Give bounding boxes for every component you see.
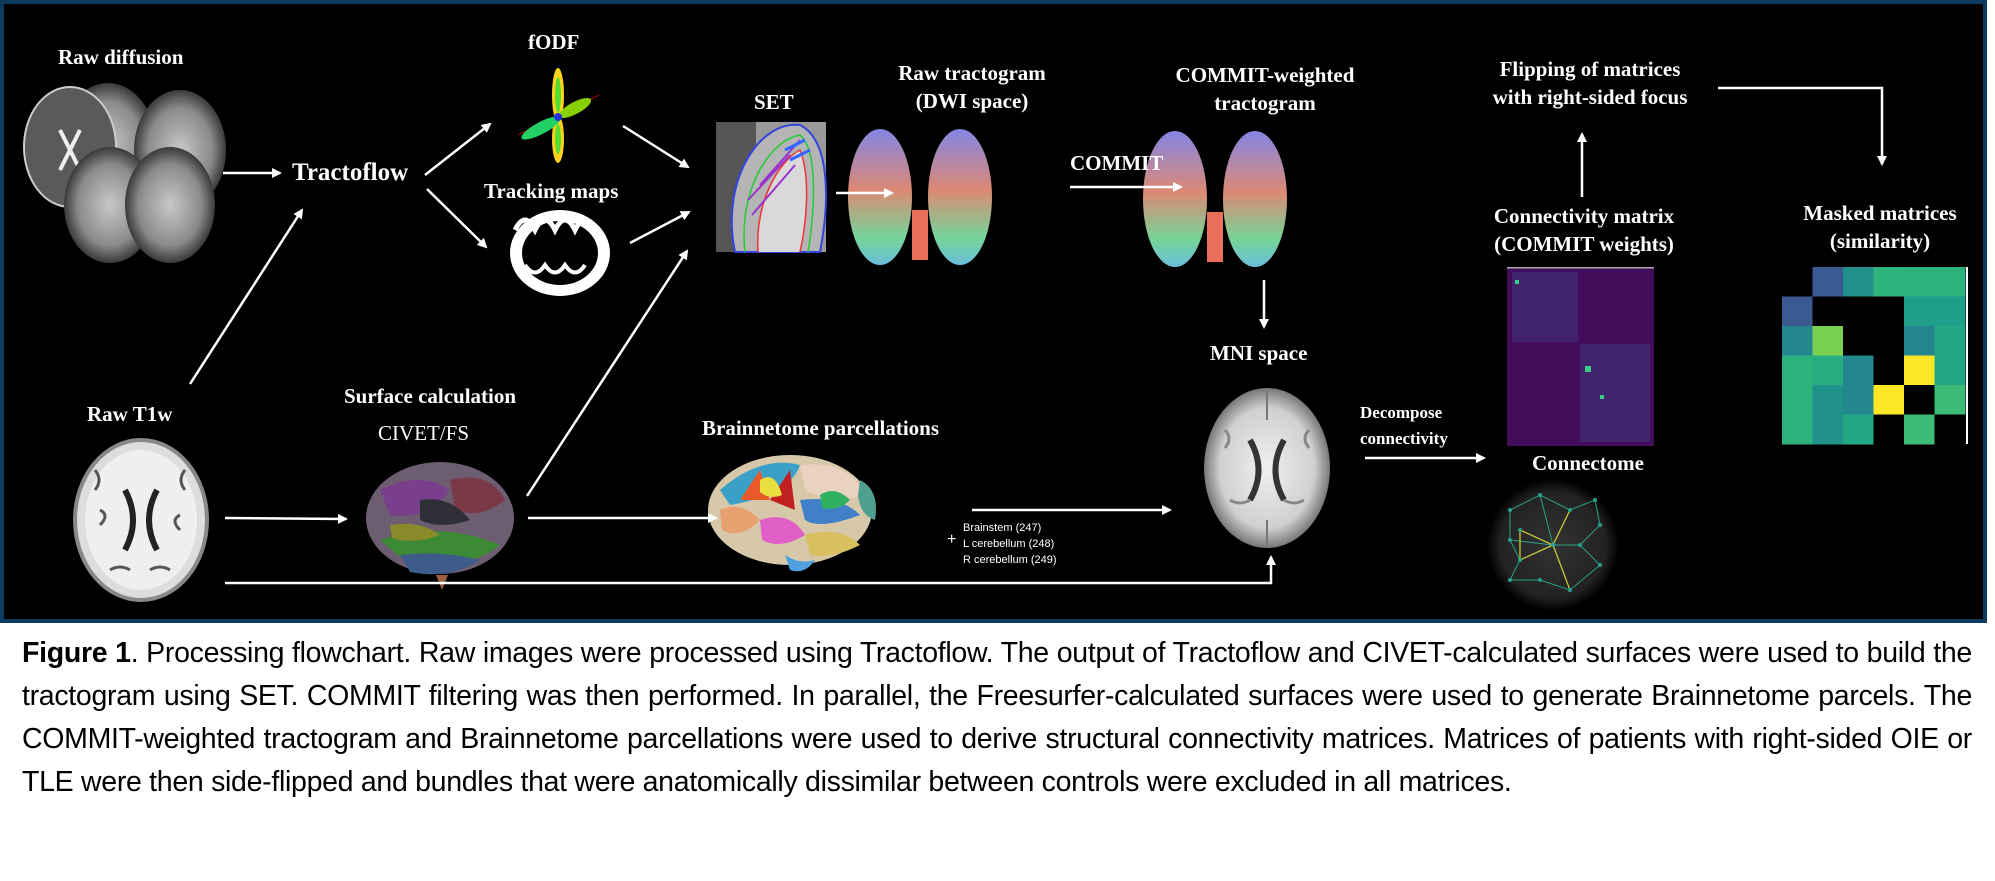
label-masked-matrices-line2: (similarity): [1829, 229, 1931, 253]
plus-sign: +: [947, 531, 957, 548]
caption-text: . Processing flowchart. Raw images were …: [22, 637, 1972, 798]
label-commit-weighted: COMMIT-weighted tractogram: [1160, 61, 1370, 117]
masked-matrix-cell: [1873, 267, 1905, 297]
masked-matrix-cell: [1843, 414, 1874, 445]
label-civet-fs: CIVET/FS: [378, 421, 470, 445]
tracking-maps-image: [510, 210, 610, 296]
commit-weighted-tractogram-image: [1143, 131, 1287, 267]
masked-matrix-cell: [1934, 296, 1966, 327]
label-commit-weighted-line2: tractogram: [1214, 91, 1316, 115]
masked-matrix-cell: [1843, 385, 1874, 415]
raw-diffusion-images: [23, 83, 226, 263]
masked-matrix-cell: [1873, 414, 1905, 445]
masked-matrix-cell: [1843, 267, 1874, 297]
label-decompose: Decompose connectivity: [1360, 400, 1495, 452]
masked-matrix-cell: [1812, 385, 1844, 415]
caption-label: Figure 1: [22, 637, 131, 669]
fodf-glyph: [517, 68, 600, 163]
masked-matrix-cell: [1812, 414, 1844, 445]
label-masked-matrices: Masked matrices (similarity): [1780, 199, 1980, 255]
masked-matrix-cell: [1904, 414, 1935, 445]
set-image: [716, 122, 827, 253]
masked-matrix-cell: [1782, 267, 1813, 297]
arrow-t1w-to-mni: [225, 555, 1276, 585]
label-connectome: Connectome: [1532, 451, 1644, 475]
arrow-flipping-to-masked: [1718, 86, 1887, 166]
masked-matrix-cell: [1782, 385, 1813, 415]
label-flipping: Flipping of matrices with right-sided fo…: [1460, 55, 1720, 111]
extra-region-brainstem: Brainstem (247): [963, 522, 1042, 534]
label-decompose-line2: connectivity: [1360, 429, 1448, 448]
label-surface-calculation: Surface calculation: [344, 384, 517, 408]
masked-matrix-cell: [1904, 385, 1935, 415]
masked-matrix-cell: [1812, 267, 1844, 297]
label-set: SET: [754, 90, 794, 114]
label-raw-tractogram-line2: (DWI space): [915, 89, 1029, 113]
masked-matrix-cell: [1904, 267, 1935, 297]
label-brainnetome: Brainnetome parcellations: [702, 416, 940, 440]
masked-matrix-cell: [1873, 326, 1905, 356]
arrow-tractoflow-to-tracking: [426, 188, 488, 249]
label-flipping-line1: Flipping of matrices: [1499, 57, 1681, 81]
arrow-t1w-to-surface: [224, 513, 348, 524]
flow-arrows: [188, 86, 1887, 585]
label-connectivity-matrix: Connectivity matrix (COMMIT weights): [1478, 202, 1690, 258]
masked-matrix-cell: [1782, 296, 1813, 327]
masked-matrix-cell: [1873, 355, 1905, 386]
arrow-surface-to-set: [525, 249, 689, 497]
label-masked-matrices-line1: Masked matrices: [1803, 201, 1957, 225]
surface-brain-image: [366, 462, 514, 590]
masked-matrix-edge: [1966, 267, 1968, 444]
label-tractoflow: Tractoflow: [292, 159, 409, 186]
label-raw-tractogram-line1: Raw tractogram: [898, 61, 1046, 85]
raw-tractogram-image: [848, 129, 992, 265]
masked-matrix-cell: [1843, 355, 1874, 386]
arrow-tractoflow-to-fodf: [424, 122, 492, 176]
masked-matrix-cell: [1873, 296, 1905, 327]
label-connectivity-matrix-line1: Connectivity matrix: [1493, 204, 1675, 228]
arrow-t1w-to-tractoflow: [188, 208, 304, 385]
masked-matrix-cell: [1873, 385, 1905, 415]
label-commit: COMMIT: [1070, 151, 1164, 175]
masked-matrix-cell: [1904, 296, 1935, 327]
flowchart-graphics: [23, 68, 1968, 611]
masked-matrix-cell: [1812, 296, 1844, 327]
label-tracking-maps: Tracking maps: [484, 179, 619, 203]
arrow-tracking-to-set: [629, 210, 691, 245]
label-raw-tractogram: Raw tractogram (DWI space): [892, 59, 1052, 115]
extra-region-l-cerebellum: L cerebellum (248): [963, 538, 1055, 550]
figure-caption: Figure 1. Processing flowchart. Raw imag…: [22, 632, 1972, 804]
masked-matrix-image: [1782, 267, 1966, 445]
masked-matrix-cell: [1782, 355, 1813, 386]
label-connectivity-matrix-line2: (COMMIT weights): [1494, 232, 1674, 256]
masked-matrix-cell: [1812, 355, 1844, 386]
label-fodf: fODF: [528, 30, 580, 54]
label-decompose-line1: Decompose: [1360, 403, 1443, 422]
label-mni-space: MNI space: [1210, 341, 1308, 365]
label-raw-t1w: Raw T1w: [87, 402, 173, 426]
masked-matrix-cell: [1782, 326, 1813, 356]
label-raw-diffusion: Raw diffusion: [58, 45, 184, 69]
brainnetome-image: [708, 455, 876, 572]
masked-matrix-cell: [1904, 355, 1935, 386]
masked-matrix-cell: [1934, 355, 1966, 386]
masked-matrix-cell: [1843, 296, 1874, 327]
connectome-image: [1487, 479, 1619, 611]
masked-matrix-cell: [1934, 326, 1966, 356]
masked-matrix-cell: [1904, 326, 1935, 356]
label-commit-weighted-line1: COMMIT-weighted: [1175, 63, 1355, 87]
masked-matrix-cell: [1812, 326, 1844, 356]
extra-region-r-cerebellum: R cerebellum (249): [963, 554, 1057, 566]
raw-t1w-image: [73, 438, 209, 602]
masked-matrix-cell: [1934, 267, 1966, 297]
arrow-fodf-to-set: [622, 124, 690, 169]
masked-matrix-cell: [1934, 414, 1966, 445]
masked-matrix-cell: [1782, 414, 1813, 445]
masked-matrix-cell: [1934, 385, 1966, 415]
connectivity-matrix-image: [1507, 267, 1654, 446]
mni-space-image: [1204, 388, 1330, 548]
label-flipping-line2: with right-sided focus: [1492, 85, 1688, 109]
masked-matrix-cell: [1843, 326, 1874, 356]
